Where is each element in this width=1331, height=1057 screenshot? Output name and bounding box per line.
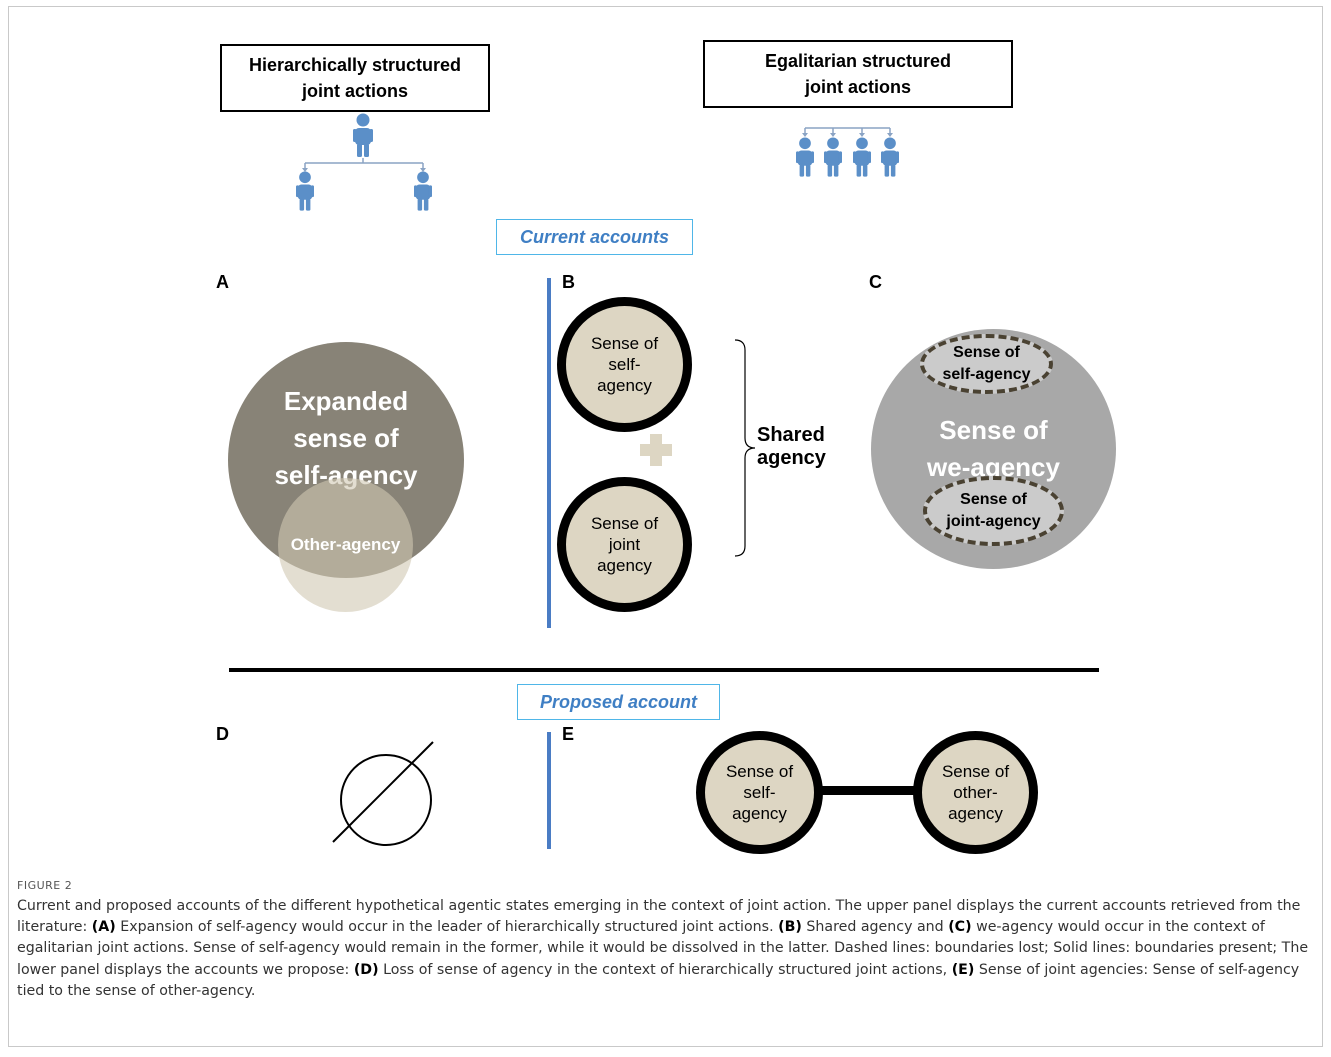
empty-set-icon <box>332 741 434 846</box>
expanded-self-agency-label: Expanded sense of self-agency <box>274 385 418 490</box>
figure-caption: Current and proposed accounts of the dif… <box>17 898 1309 999</box>
other-agency-label: Other-agency <box>290 535 401 554</box>
panel-letter-d: D <box>216 724 229 744</box>
panel-letter-e: E <box>562 724 575 744</box>
egalitarian-box: Egalitarian structured joint actions <box>703 40 1013 108</box>
tie-connector <box>818 786 924 795</box>
shared-agency-label: Shared agency <box>757 424 826 469</box>
other-agency-circle <box>278 478 413 612</box>
panel-separator <box>229 668 1099 672</box>
panel-letter-c: C <box>869 272 882 292</box>
joint-agency-dashed-oval: Sense of joint-agency <box>923 476 1064 546</box>
divider-d-e <box>547 732 551 849</box>
self-agency-dashed-oval: Sense of self-agency <box>920 334 1053 394</box>
proposed-account-tag: Proposed account <box>517 684 720 720</box>
hierarchical-box: Hierarchically structured joint actions <box>220 44 490 112</box>
self-agency-circle: Sense of self- agency <box>696 731 823 854</box>
we-agency-label: Sense of we-agency <box>927 415 1060 482</box>
panel-letter-a: A <box>216 272 229 292</box>
figure-frame <box>8 6 1323 1047</box>
joint-agency-circle: Sense of joint agency <box>557 477 692 612</box>
figure-label: FIGURE 2 <box>17 879 73 892</box>
bracket-icon <box>734 339 756 557</box>
panel-letter-b: B <box>562 272 575 292</box>
current-accounts-tag: Current accounts <box>496 219 693 255</box>
self-agency-circle: Sense of self- agency <box>557 297 692 432</box>
plus-icon <box>640 434 672 466</box>
other-agency-circle: Sense of other- agency <box>913 731 1038 854</box>
divider-a-b <box>547 278 551 628</box>
